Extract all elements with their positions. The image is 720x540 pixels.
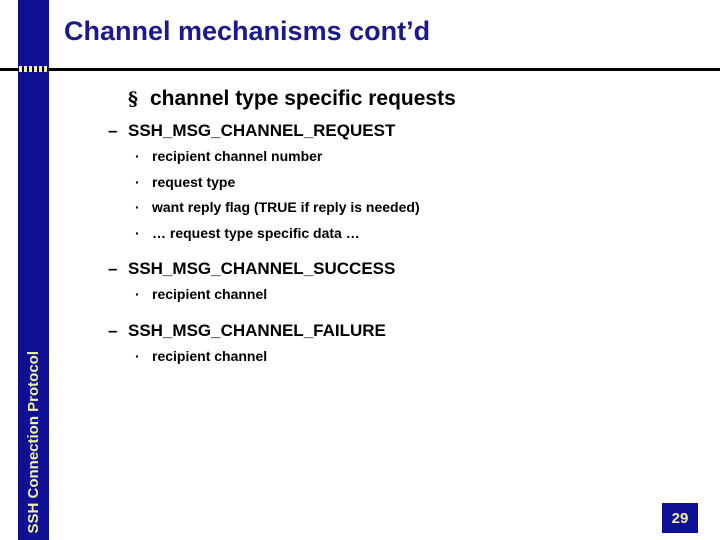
outline-level3-text: want reply flag (TRUE if reply is needed… [152, 199, 420, 215]
dash-segment [29, 66, 32, 72]
dash-bullet-icon: – [108, 121, 118, 140]
dot-bullet-icon: · [135, 173, 140, 190]
outline-level2-item: –SSH_MSG_CHANNEL_SUCCESS [108, 256, 720, 282]
outline-level2-text: SSH_MSG_CHANNEL_REQUEST [128, 121, 396, 140]
outline-level3-item: · recipient channel [135, 344, 720, 370]
page-number-badge: 29 [662, 503, 698, 533]
outline-level2-item: –SSH_MSG_CHANNEL_FAILURE [108, 318, 720, 344]
dot-bullet-icon: · [135, 148, 140, 164]
dot-bullet-icon: · [135, 347, 140, 364]
dash-segment [24, 66, 27, 72]
sidebar-accent-bar [18, 0, 49, 540]
outline-level3-text: recipient channel [152, 286, 268, 302]
dash-segment [34, 66, 37, 72]
outline-level2-item: –SSH_MSG_CHANNEL_REQUEST [108, 118, 720, 144]
dot-bullet-icon: · [135, 224, 140, 241]
dash-bullet-icon: – [108, 320, 118, 340]
outline-level3-text: recipient channel number [152, 148, 323, 164]
outline-level2-text: SSH_MSG_CHANNEL_SUCCESS [128, 259, 396, 278]
slide-body: §channel type specific requests –SSH_MSG… [0, 84, 720, 369]
outline-level1-heading: § channel type specific requests [128, 84, 720, 114]
dash-segment [44, 66, 47, 72]
outline-level3-text: … request type specific data … [152, 224, 360, 241]
divider-dash-decoration [19, 66, 49, 72]
page-title: Channel mechanisms cont’d [64, 16, 431, 46]
outline-level3-item: · … request type specific data … [135, 221, 720, 247]
outline-level3-text: request type [152, 173, 236, 190]
outline-level3-item: · want reply flag (TRUE if reply is neede… [135, 195, 720, 221]
dot-bullet-icon: · [135, 199, 140, 215]
outline-level3-item: · recipient channel [135, 282, 720, 308]
outline-level3-item: · recipient channel number [135, 144, 720, 170]
outline-level2-text: SSH_MSG_CHANNEL_FAILURE [128, 320, 386, 340]
dash-segment [19, 66, 22, 72]
outline-level3-item: · request type [135, 170, 720, 196]
dash-bullet-icon: – [108, 259, 118, 278]
dash-segment [39, 66, 42, 72]
header-divider-line [0, 68, 720, 71]
outline-level1-text: channel type specific requests [150, 87, 456, 110]
outline-level3-text: recipient channel [152, 347, 268, 364]
section-bullet-icon: § [128, 88, 138, 110]
dot-bullet-icon: · [135, 286, 140, 302]
